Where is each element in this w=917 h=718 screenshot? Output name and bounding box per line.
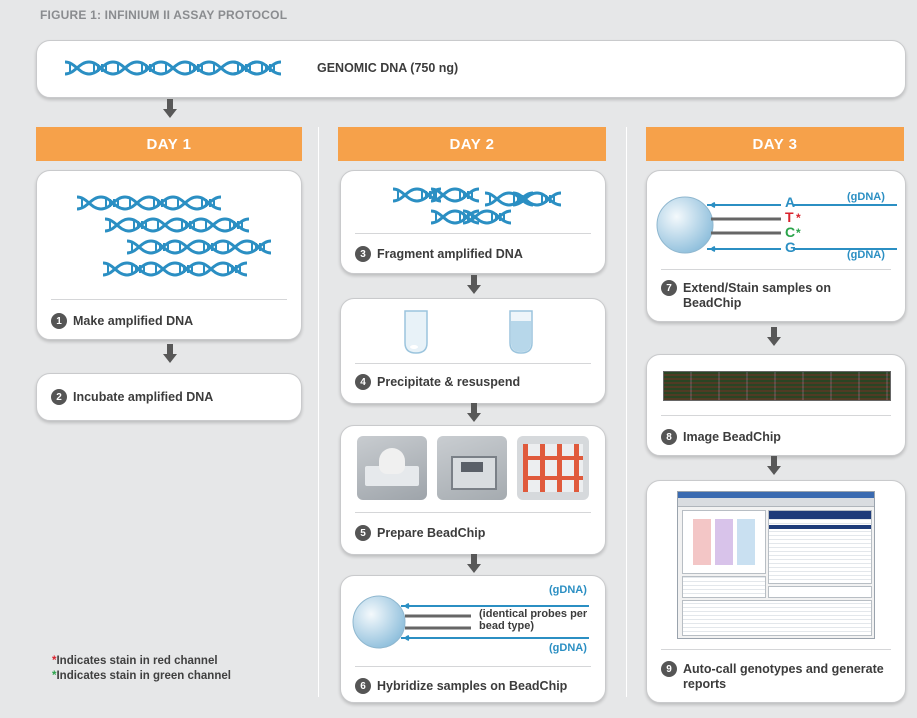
step-8: 8 Image BeadChip: [661, 429, 781, 445]
arrow-step8-to-step9: [767, 456, 781, 476]
step-label: Auto-call genotypes and generate reports: [683, 662, 884, 691]
step-5: 5 Prepare BeadChip: [355, 525, 486, 541]
step-label: Hybridize samples on BeadChip: [377, 679, 568, 693]
base-g: G: [785, 239, 796, 255]
step-number: 7: [661, 280, 677, 296]
extend-gdna-top: (gDNA): [847, 191, 885, 203]
step-5-card: 5 Prepare BeadChip: [340, 425, 606, 555]
step-6-card: (gDNA) (gDNA) (identical probes per bead…: [340, 575, 606, 703]
step-3-card: 3 Fragment amplified DNA: [340, 170, 606, 274]
step-label: Make amplified DNA: [73, 314, 194, 328]
beadchip-photo-2: [437, 436, 507, 500]
hybridize-gdna-bottom: (gDNA): [549, 642, 587, 654]
amplified-dna-icon: [77, 195, 273, 277]
legend-red-text: Indicates stain in red channel: [56, 655, 218, 667]
step-8-card: 8 Image BeadChip: [646, 354, 906, 456]
probe-note: (identical probes per bead type): [479, 608, 588, 632]
step-6: 6 Hybridize samples on BeadChip: [355, 678, 568, 694]
fragmented-dna-icon: [393, 187, 563, 225]
step-2-card: 2 Incubate amplified DNA: [36, 373, 302, 421]
green-star-icon: *: [796, 226, 801, 240]
red-star-icon: *: [52, 655, 57, 667]
legend-green: *Indicates stain in green channel: [52, 670, 231, 682]
genomic-dna-helix-icon: [65, 60, 281, 76]
base-c: C: [785, 224, 796, 240]
column-separator: [318, 127, 319, 697]
step-7: 7 Extend/Stain samples on BeadChip: [661, 280, 891, 311]
step-number: 9: [661, 661, 677, 677]
step-number: 3: [355, 246, 371, 262]
step-7-card: A T * C * G (gDNA) (gDNA) 7 Extend/Stain…: [646, 170, 906, 322]
green-star-icon: *: [52, 670, 57, 682]
legend-green-text: Indicates stain in green channel: [56, 670, 231, 682]
step-label: Incubate amplified DNA: [73, 390, 214, 404]
step-9: 9 Auto-call genotypes and generate repor…: [661, 661, 891, 692]
step-4-card: 4 Precipitate & resuspend: [340, 298, 606, 404]
step-9-card: 9 Auto-call genotypes and generate repor…: [646, 480, 906, 703]
beadchip-photo-3: [517, 436, 589, 500]
arrow-genomic-to-day1: [163, 99, 177, 119]
red-star-icon: *: [796, 211, 801, 225]
day-2-header: DAY 2: [338, 127, 606, 161]
extend-bead-diagram: [656, 196, 897, 254]
step-number: 6: [355, 678, 371, 694]
step-label: Image BeadChip: [683, 430, 781, 444]
day-1-header: DAY 1: [36, 127, 302, 161]
step-3: 3 Fragment amplified DNA: [355, 246, 523, 262]
step-label: Precipitate & resuspend: [377, 375, 521, 389]
figure-title: FIGURE 1: INFINIUM II ASSAY PROTOCOL: [40, 8, 288, 22]
arrow-step7-to-step8: [767, 327, 781, 347]
step-number: 1: [51, 313, 67, 329]
step-number: 2: [51, 389, 67, 405]
base-t: T: [785, 209, 794, 225]
step-label: Extend/Stain samples on BeadChip: [683, 281, 831, 310]
arrow-step3-to-step4: [467, 275, 481, 295]
step-1-card: 1 Make amplified DNA: [36, 170, 302, 340]
genomic-dna-card: GENOMIC DNA (750 ng): [36, 40, 906, 98]
step-4: 4 Precipitate & resuspend: [355, 374, 521, 390]
beadchip-photo-1: [357, 436, 427, 500]
genomic-dna-label: GENOMIC DNA (750 ng): [317, 61, 459, 75]
beadchip-image: [663, 371, 891, 401]
step-number: 8: [661, 429, 677, 445]
step-number: 5: [355, 525, 371, 541]
step-label: Fragment amplified DNA: [377, 247, 523, 261]
step-label: Prepare BeadChip: [377, 526, 486, 540]
step-1: 1 Make amplified DNA: [51, 313, 194, 329]
arrow-step4-to-step5: [467, 403, 481, 423]
base-a: A: [785, 194, 796, 210]
empty-tube-icon: [404, 310, 428, 354]
column-separator: [626, 127, 627, 697]
hybridize-bead-diagram: [352, 595, 589, 649]
extend-gdna-bottom: (gDNA): [847, 249, 885, 261]
hybridize-gdna-top: (gDNA): [549, 584, 587, 596]
step-number: 4: [355, 374, 371, 390]
arrow-step1-to-step2: [163, 344, 177, 364]
step-2: 2 Incubate amplified DNA: [51, 389, 214, 405]
arrow-step5-to-step6: [467, 554, 481, 574]
filled-tube-icon: [509, 310, 533, 354]
day-3-header: DAY 3: [646, 127, 904, 161]
legend-red: *Indicates stain in red channel: [52, 655, 218, 667]
software-screenshot: [677, 491, 875, 639]
